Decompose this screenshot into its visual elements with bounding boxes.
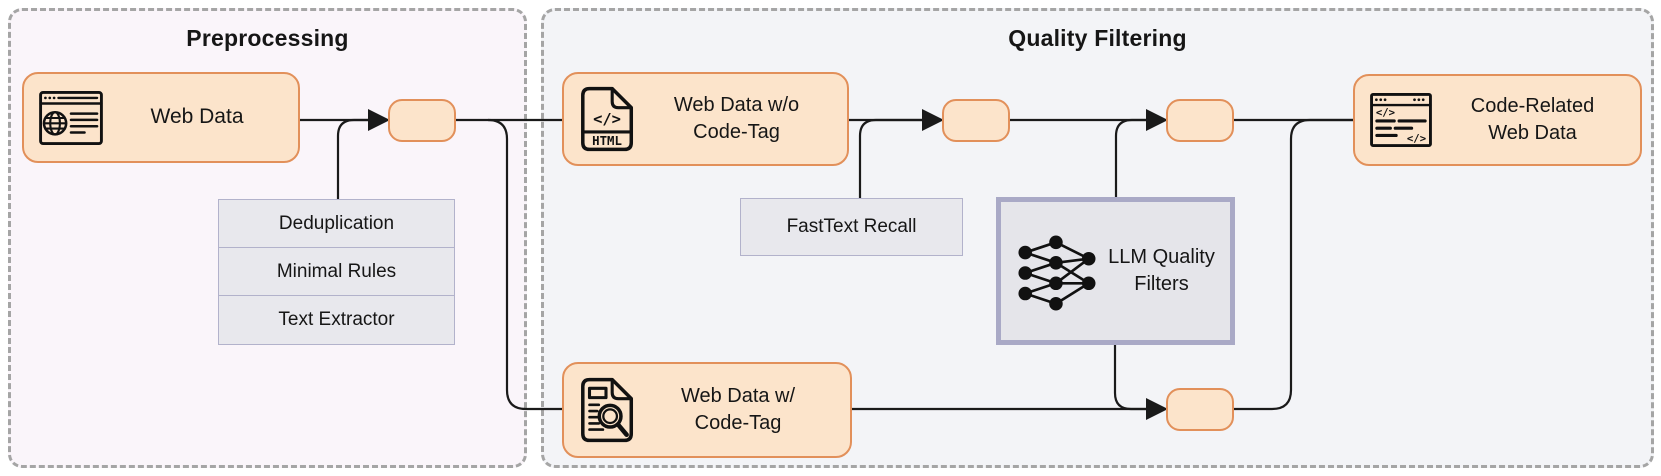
browser-code-icon: </> </>	[1370, 92, 1432, 148]
svg-text:</>: </>	[1376, 106, 1395, 119]
llm-quality-filters-box: LLM Quality Filters	[996, 197, 1235, 345]
step-text-extractor: Text Extractor	[278, 309, 395, 330]
fasttext-recall-box: FastText Recall	[740, 198, 963, 256]
node-web-data-without-code-tag: </> HTML Web Data w/o Code-Tag	[562, 72, 849, 166]
connector-lines	[300, 118, 1353, 411]
quality-filtering-title: Quality Filtering	[1008, 25, 1187, 51]
arrowhead	[1146, 398, 1168, 420]
fasttext-recall-label: FastText Recall	[786, 216, 917, 237]
arrowhead	[922, 109, 944, 131]
svg-text:HTML: HTML	[592, 134, 622, 148]
junction-node-4	[1166, 388, 1234, 431]
node-web-data-with-code-tag: Web Data w/ Code-Tag	[562, 362, 852, 458]
preprocessing-title: Preprocessing	[186, 25, 349, 51]
svg-text:</>: </>	[1407, 132, 1426, 145]
llm-quality-filters-label: LLM Quality Filters	[1108, 246, 1215, 295]
arrowhead	[368, 109, 390, 131]
neural-network-icon	[1018, 235, 1096, 311]
browser-globe-icon	[39, 90, 103, 145]
html-file-icon: </> HTML	[581, 86, 634, 152]
document-search-icon	[581, 377, 634, 443]
node-label: Web Data w/o Code-Tag	[673, 94, 800, 143]
arrowhead	[1146, 109, 1168, 131]
junction-node-2	[942, 99, 1010, 142]
preprocessing-steps-list: Deduplication Minimal Rules Text Extract…	[218, 199, 455, 345]
step-deduplication: Deduplication	[219, 200, 454, 248]
node-label: Code-Related Web Data	[1470, 95, 1595, 144]
node-label: Web Data w/ Code-Tag	[680, 385, 796, 434]
svg-text:</>: </>	[593, 110, 621, 128]
node-label: Web Data	[150, 105, 244, 129]
arrowheads	[368, 109, 1168, 420]
step-minimal-rules: Minimal Rules	[219, 248, 454, 296]
node-code-related-web-data: </> </> Code-Related Web Data	[1353, 74, 1642, 166]
junction-node-1	[388, 99, 456, 142]
junction-node-3	[1166, 99, 1234, 142]
node-web-data: Web Data	[22, 72, 300, 163]
